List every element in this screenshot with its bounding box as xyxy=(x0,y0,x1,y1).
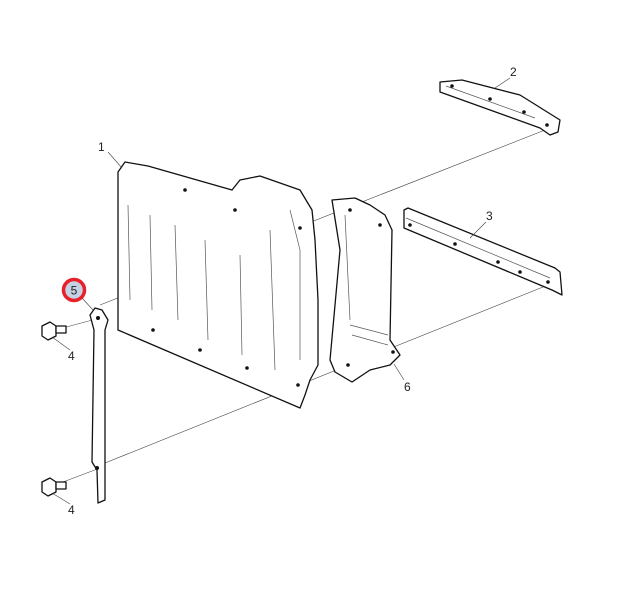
svg-text:1: 1 xyxy=(98,140,105,154)
callout-leaders xyxy=(51,77,511,505)
part-6-bracket[interactable] xyxy=(329,197,401,383)
svg-text:4: 4 xyxy=(68,349,75,363)
part-4-bolt-lower[interactable] xyxy=(41,477,67,497)
svg-text:2: 2 xyxy=(510,65,517,79)
part-1-shield[interactable] xyxy=(117,161,319,409)
part-5-strip[interactable] xyxy=(89,307,109,504)
callout-4-upper[interactable]: 4 xyxy=(68,349,75,363)
svg-text:3: 3 xyxy=(486,209,493,223)
svg-text:4: 4 xyxy=(68,503,75,517)
part-2-bracket[interactable] xyxy=(439,79,561,136)
callout-6[interactable]: 6 xyxy=(404,380,411,394)
callout-4-lower[interactable]: 4 xyxy=(68,503,75,517)
svg-text:5: 5 xyxy=(71,284,78,298)
svg-text:6: 6 xyxy=(404,380,411,394)
highlight-ring xyxy=(61,277,87,303)
callout-1[interactable]: 1 xyxy=(98,140,105,154)
part-3-bracket[interactable] xyxy=(403,207,563,296)
part-4-bolt-upper[interactable] xyxy=(41,321,67,341)
callout-5-highlighted[interactable]: 5 xyxy=(61,277,87,303)
callout-2[interactable]: 2 xyxy=(510,65,517,79)
callout-3[interactable]: 3 xyxy=(486,209,493,223)
